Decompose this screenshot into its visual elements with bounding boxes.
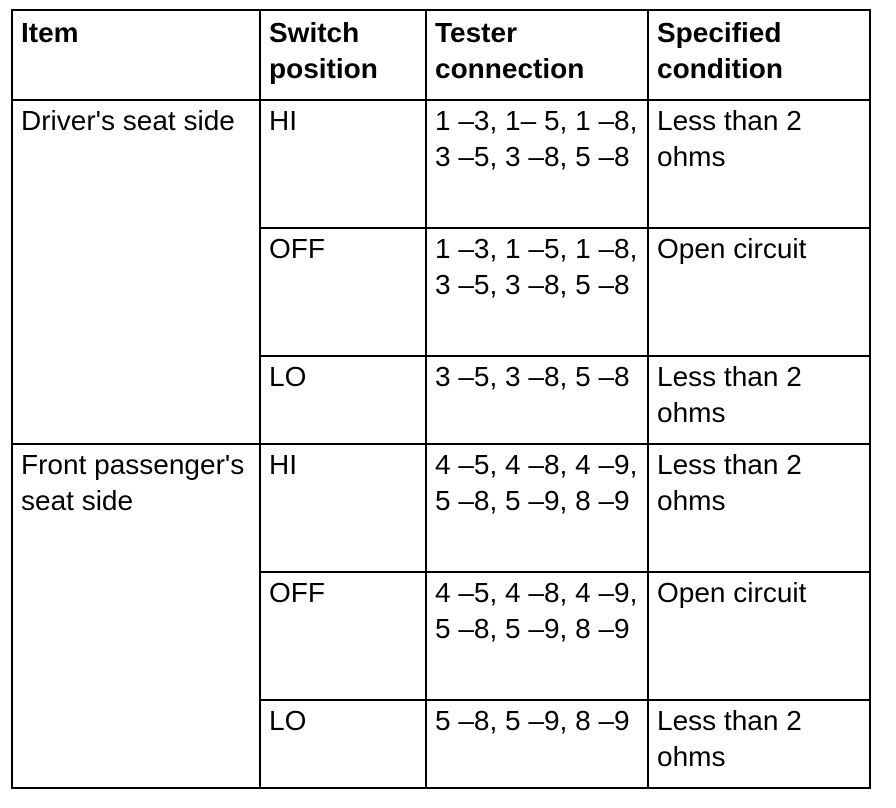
table-row: OFF 4 –5, 4 –8, 4 –9, 5 –8, 5 –9, 8 –9 O… xyxy=(12,571,871,701)
specification-table: Item Switch position Tester connection S… xyxy=(11,9,871,789)
switch-position-cell: OFF xyxy=(259,227,427,357)
item-cell: Front passenger's seat side xyxy=(11,443,261,789)
tester-connection-cell: 4 –5, 4 –8, 4 –9, 5 –8, 5 –9, 8 –9 xyxy=(425,443,649,573)
tester-connection-cell: 3 –5, 3 –8, 5 –8 xyxy=(425,355,649,445)
specified-condition-cell: Less than 2 ohms xyxy=(647,443,871,573)
tester-connection-cell: 1 –3, 1 –5, 1 –8, 3 –5, 3 –8, 5 –8 xyxy=(425,227,649,357)
switch-position-cell: LO xyxy=(259,355,427,445)
table-row: OFF 1 –3, 1 –5, 1 –8, 3 –5, 3 –8, 5 –8 O… xyxy=(12,227,871,357)
header-switch-position: Switch position xyxy=(259,9,427,101)
header-tester-connection: Tester connection xyxy=(425,9,649,101)
table-row: Driver's seat side HI 1 –3, 1– 5, 1 –8, … xyxy=(11,99,871,445)
tester-connection-cell: 4 –5, 4 –8, 4 –9, 5 –8, 5 –9, 8 –9 xyxy=(425,571,649,701)
tester-connection-cell: 1 –3, 1– 5, 1 –8, 3 –5, 3 –8, 5 –8 xyxy=(425,99,649,229)
switch-position-cell: LO xyxy=(259,699,427,789)
tester-connection-cell: 5 –8, 5 –9, 8 –9 xyxy=(425,699,649,789)
header-item: Item xyxy=(11,9,261,101)
table-row: Front passenger's seat side HI 4 –5, 4 –… xyxy=(11,443,871,789)
item-cell: Driver's seat side xyxy=(11,99,261,445)
specified-condition-cell: Less than 2 ohms xyxy=(647,699,871,789)
switch-position-cell: HI xyxy=(259,443,427,573)
specified-condition-cell: Open circuit xyxy=(647,571,871,701)
switch-position-cell: OFF xyxy=(259,571,427,701)
specified-condition-cell: Open circuit xyxy=(647,227,871,357)
switch-position-cell: HI xyxy=(259,99,427,229)
header-specified-condition: Specified condition xyxy=(647,9,871,101)
specified-condition-cell: Less than 2 ohms xyxy=(647,99,871,229)
table-row: LO 3 –5, 3 –8, 5 –8 Less than 2 ohms xyxy=(12,355,871,445)
specified-condition-cell: Less than 2 ohms xyxy=(647,355,871,445)
table-row: LO 5 –8, 5 –9, 8 –9 Less than 2 ohms xyxy=(12,699,871,789)
header-row: Item Switch position Tester connection S… xyxy=(11,9,871,101)
